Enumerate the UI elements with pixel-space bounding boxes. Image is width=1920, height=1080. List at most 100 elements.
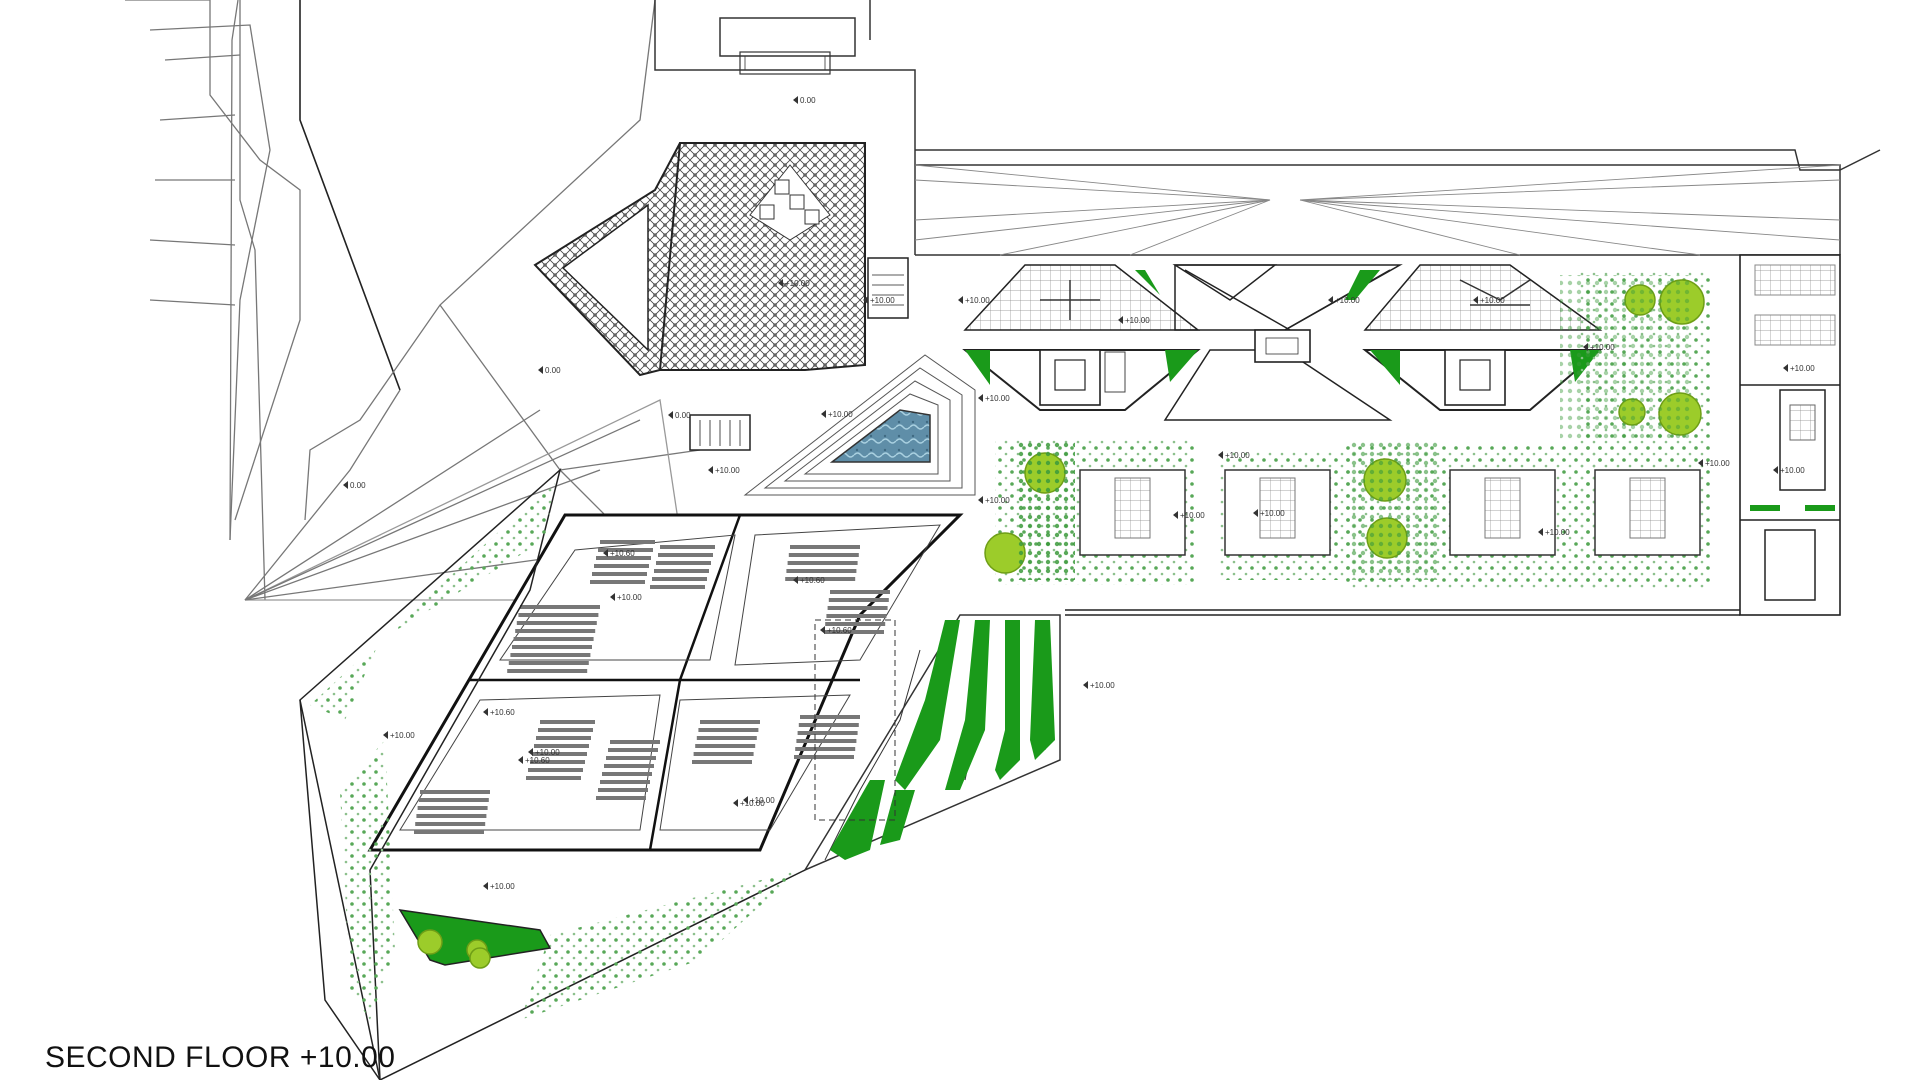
seat-row <box>825 622 886 626</box>
level-marker: +10.00 <box>1173 511 1205 520</box>
level-arrow-icon <box>820 626 825 634</box>
seat-row <box>416 814 487 818</box>
level-arrow-icon <box>483 882 488 890</box>
seat-row <box>650 585 705 589</box>
level-label: +10.00 <box>1335 296 1360 305</box>
level-label: +10.00 <box>1225 451 1250 460</box>
top-building <box>719 17 856 75</box>
level-marker: +10.00 <box>483 882 515 891</box>
level-arrow-icon <box>778 279 783 287</box>
level-marker: +10.00 <box>1583 343 1615 352</box>
seat-row <box>513 637 594 641</box>
level-arrow-icon <box>383 731 388 739</box>
level-arrow-icon <box>863 296 868 304</box>
seat-row <box>800 715 860 719</box>
green-dot-court-1 <box>1015 440 1075 580</box>
level-marker: 0.00 <box>668 411 691 420</box>
level-arrow-icon <box>518 756 523 764</box>
triangle-pavilion-1 <box>962 264 1201 411</box>
seat-row <box>512 645 592 649</box>
level-arrow-icon <box>610 593 615 601</box>
stair-core-2 <box>689 414 751 451</box>
level-marker: +10.00 <box>1783 364 1815 373</box>
seat-row <box>600 780 650 784</box>
seat-row <box>696 736 757 740</box>
seat-row <box>608 748 658 752</box>
level-arrow-icon <box>793 576 798 584</box>
tree-icon <box>469 947 491 969</box>
seat-row <box>590 580 645 584</box>
seat-row <box>698 728 759 732</box>
level-label: +10.00 <box>1780 466 1805 475</box>
seat-row <box>596 796 646 800</box>
seat-row <box>798 723 859 727</box>
level-label: +10.00 <box>617 593 642 602</box>
seat-row <box>787 561 858 565</box>
level-label: +10.60 <box>525 756 550 765</box>
level-marker: +10.00 <box>1083 681 1115 690</box>
seat-row <box>420 790 490 794</box>
green-dot-court-3 <box>1560 275 1690 440</box>
level-arrow-icon <box>708 466 713 474</box>
level-label: +10.00 <box>1705 459 1730 468</box>
level-marker: +10.00 <box>1473 296 1505 305</box>
level-label: +10.00 <box>1260 509 1285 518</box>
level-label: 0.00 <box>350 481 366 490</box>
level-label: +10.00 <box>985 496 1010 505</box>
level-marker: +10.00 <box>733 799 765 808</box>
green-dot-court-2 <box>1350 440 1440 580</box>
level-arrow-icon <box>1218 451 1223 459</box>
level-label: +10.00 <box>828 410 853 419</box>
level-marker: +10.00 <box>863 296 895 305</box>
level-marker: +10.00 <box>528 748 560 757</box>
level-label: +10.00 <box>870 296 895 305</box>
stair-core-1 <box>867 257 909 319</box>
level-label: +10.60 <box>490 708 515 717</box>
level-arrow-icon <box>821 410 826 418</box>
seat-row <box>528 768 583 772</box>
seat-row <box>518 613 599 617</box>
seat-row <box>415 822 486 826</box>
seat-row <box>786 569 857 573</box>
level-label: +10.00 <box>1480 296 1505 305</box>
seat-row <box>658 553 713 557</box>
seat-row <box>526 776 581 780</box>
level-label: +10.00 <box>965 296 990 305</box>
right-wing <box>1739 254 1841 616</box>
level-label: +10.00 <box>785 279 810 288</box>
level-arrow-icon <box>1783 364 1788 372</box>
level-marker: +10.00 <box>1118 316 1150 325</box>
level-label: 0.00 <box>675 411 691 420</box>
seat-row <box>418 798 489 802</box>
level-label: +10.00 <box>1125 316 1150 325</box>
level-marker: +10.00 <box>708 466 740 475</box>
level-label: +10.00 <box>1590 343 1615 352</box>
level-marker: 0.00 <box>343 481 366 490</box>
level-arrow-icon <box>793 96 798 104</box>
seat-row <box>536 736 591 740</box>
seat-row <box>790 545 860 549</box>
level-arrow-icon <box>1118 316 1123 324</box>
tree-icon <box>417 929 443 955</box>
seat-row <box>796 739 857 743</box>
seat-row <box>530 760 585 764</box>
seat-row <box>594 564 649 568</box>
level-label: +10.00 <box>490 882 515 891</box>
seat-row <box>606 756 656 760</box>
level-markers: 0.00+10.00+10.000.000.000.00+10.00+10.00… <box>343 96 1815 891</box>
seat-row <box>656 561 711 565</box>
triangle-pavilion-2 <box>1163 264 1403 421</box>
level-arrow-icon <box>1253 509 1258 517</box>
level-marker: +10.00 <box>383 731 415 740</box>
level-arrow-icon <box>603 549 608 557</box>
seat-row <box>592 572 647 576</box>
seat-row <box>596 556 651 560</box>
level-arrow-icon <box>1173 511 1178 519</box>
level-label: +10.60 <box>610 549 635 558</box>
level-arrow-icon <box>343 481 348 489</box>
level-marker: +10.00 <box>821 410 853 419</box>
level-label: +10.00 <box>750 796 775 805</box>
seat-row <box>826 614 887 618</box>
level-marker: +10.60 <box>603 549 635 558</box>
green-wedges <box>1135 270 1380 300</box>
